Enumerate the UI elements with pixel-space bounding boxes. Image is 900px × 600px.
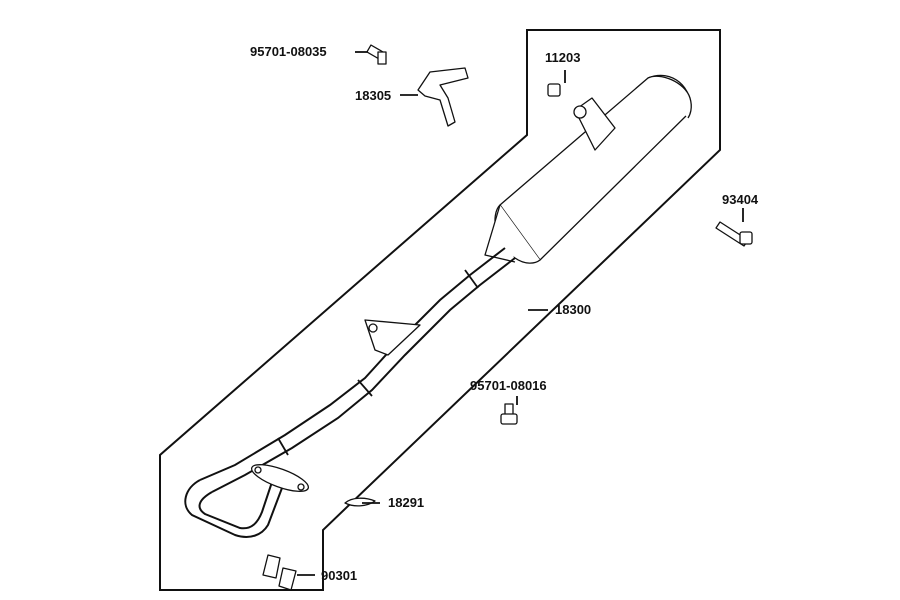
part-label-18300: 18300 [555, 302, 591, 317]
pipe-flange [250, 464, 310, 492]
part-label-18305: 18305 [355, 88, 391, 103]
bracket-18305-shape [417, 67, 469, 127]
nut-icon [547, 83, 561, 97]
muffler [484, 74, 692, 264]
part-label-93404: 93404 [722, 192, 759, 207]
assembly-outline [159, 29, 721, 591]
gasket-icon [344, 497, 376, 507]
bolt-95701-08016-shape [500, 403, 518, 425]
part-label-95701-08016: 95701-08016 [470, 378, 547, 393]
part-label-95701-08035: 95701-08035 [250, 44, 327, 59]
part-label-90301: 90301 [321, 568, 357, 583]
pipe-bracket [364, 319, 421, 356]
bolt-93404-shape [715, 221, 753, 247]
part-label-11203: 11203 [545, 50, 580, 65]
part-label-18291: 18291 [388, 495, 424, 510]
exhaust-pipe [184, 247, 516, 538]
nut-90301-shapes [262, 554, 297, 591]
bolt-icon [366, 44, 387, 65]
